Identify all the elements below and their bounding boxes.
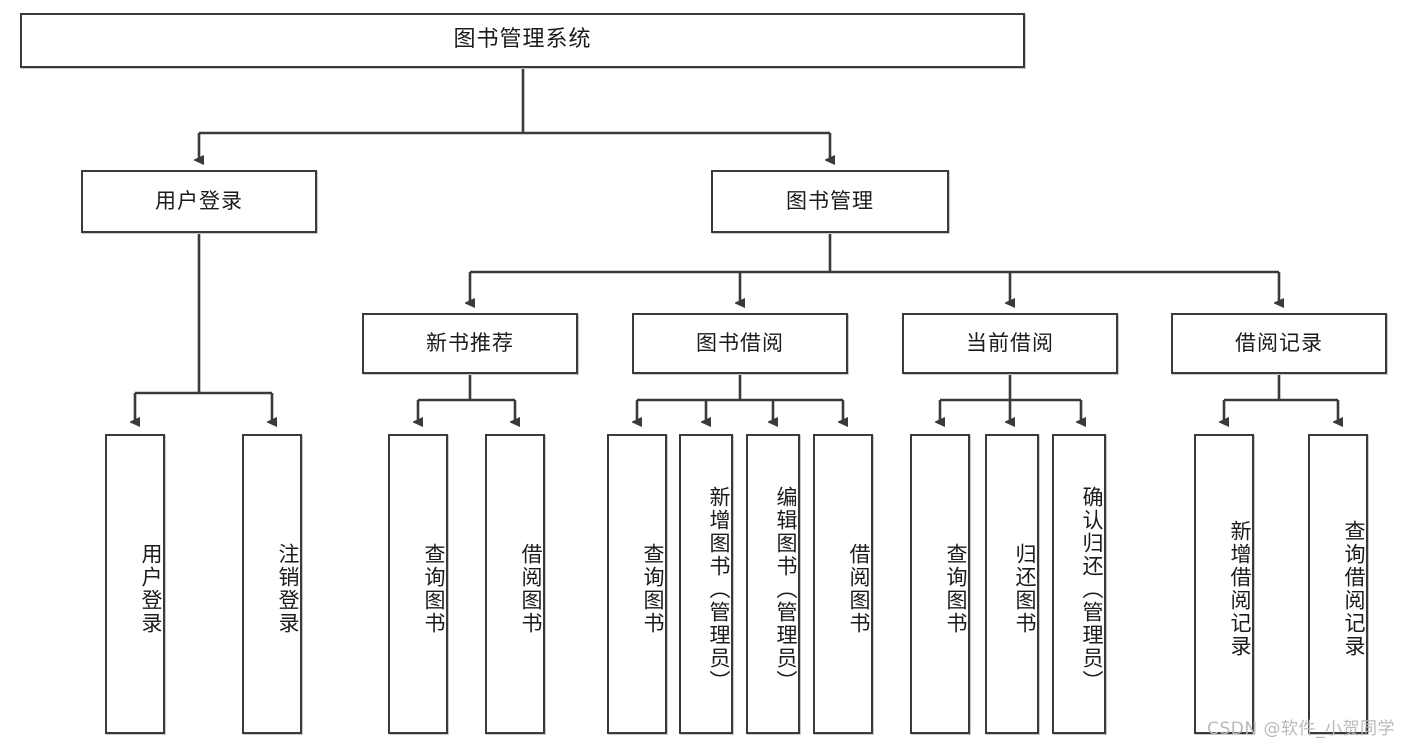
node-label: 图书管理系统 [453, 27, 592, 53]
node-borrow-record[interactable]: 借阅记录 [1171, 313, 1387, 374]
node-label: 查询借阅记录 [1342, 520, 1366, 658]
node-label: 借阅图书 [847, 543, 871, 635]
node-label: 新增借阅记录 [1228, 520, 1252, 658]
node-label: 借阅记录 [1235, 330, 1323, 355]
node-label: 图书借阅 [696, 330, 784, 355]
node-leaf-edit-book-admin[interactable]: 编辑图书（管理员） [746, 434, 800, 734]
node-leaf-borrow-book-recommend[interactable]: 借阅图书 [485, 434, 545, 734]
node-leaf-logout[interactable]: 注销登录 [242, 434, 302, 734]
node-leaf-add-book-admin[interactable]: 新增图书（管理员） [679, 434, 733, 734]
node-label: 编辑图书（管理员） [774, 485, 798, 693]
node-current-borrow[interactable]: 当前借阅 [902, 313, 1118, 374]
node-leaf-return-book[interactable]: 归还图书 [985, 434, 1039, 734]
node-leaf-query-book-recommend[interactable]: 查询图书 [388, 434, 448, 734]
node-leaf-borrow-book[interactable]: 借阅图书 [813, 434, 873, 734]
node-root-book-management-system[interactable]: 图书管理系统 [20, 13, 1025, 68]
node-leaf-query-book-current[interactable]: 查询图书 [910, 434, 970, 734]
node-label: 图书管理 [786, 188, 874, 213]
node-book-borrow[interactable]: 图书借阅 [632, 313, 848, 374]
node-label: 新书推荐 [426, 330, 514, 355]
node-label: 新增图书（管理员） [707, 485, 731, 693]
node-label: 当前借阅 [966, 330, 1054, 355]
node-leaf-add-borrow-record[interactable]: 新增借阅记录 [1194, 434, 1254, 734]
node-user-login[interactable]: 用户登录 [81, 170, 317, 233]
node-label: 查询图书 [944, 543, 968, 635]
node-label: 用户登录 [155, 188, 243, 213]
node-label: 查询图书 [641, 543, 665, 635]
node-label: 用户登录 [139, 543, 163, 635]
node-leaf-confirm-return-admin[interactable]: 确认归还（管理员） [1052, 434, 1106, 734]
node-label: 注销登录 [276, 543, 300, 635]
node-leaf-query-borrow-record[interactable]: 查询借阅记录 [1308, 434, 1368, 734]
node-label: 归还图书 [1013, 543, 1037, 635]
node-leaf-query-book-borrow[interactable]: 查询图书 [607, 434, 667, 734]
csdn-watermark: CSDN @软件_小贺同学 [1207, 719, 1395, 739]
node-new-book-recommend[interactable]: 新书推荐 [362, 313, 578, 374]
node-book-management[interactable]: 图书管理 [711, 170, 949, 233]
node-leaf-user-login[interactable]: 用户登录 [105, 434, 165, 734]
node-label: 查询图书 [422, 543, 446, 635]
node-label: 确认归还（管理员） [1080, 485, 1104, 693]
node-label: 借阅图书 [519, 543, 543, 635]
